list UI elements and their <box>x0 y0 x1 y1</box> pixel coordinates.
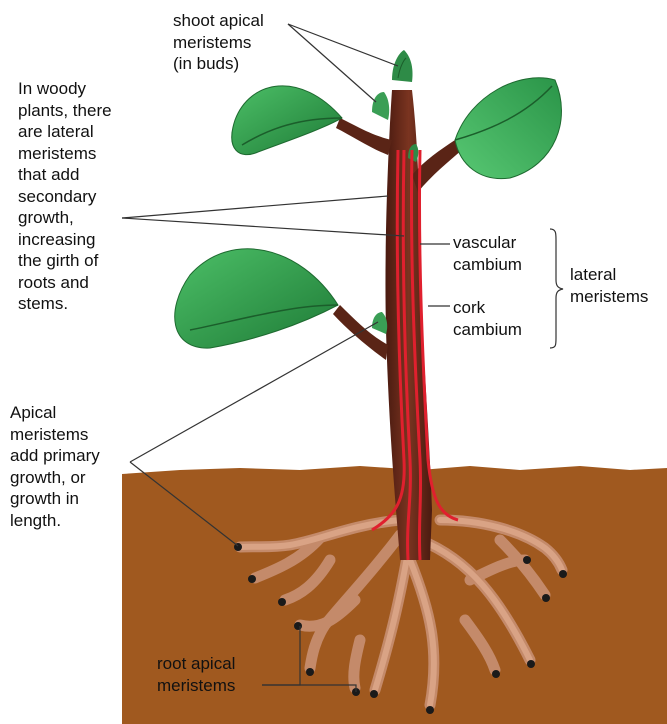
upper-axillary-bud <box>372 92 389 120</box>
upper-left-branch <box>336 118 392 155</box>
lateral-meristems-description: In woody plants, there are lateral meris… <box>18 78 112 315</box>
lateral-meristems-label: lateral meristems <box>570 264 648 307</box>
upper-right-leaf <box>455 78 561 179</box>
terminal-bud <box>392 50 413 82</box>
lower-left-leaf <box>175 249 338 348</box>
apical-meristems-description: Apical meristems add primary growth, or … <box>10 402 100 531</box>
upper-left-leaf <box>232 86 342 155</box>
vascular-cambium-label: vascular cambium <box>453 232 522 275</box>
lateral-bracket <box>550 229 563 348</box>
cork-cambium-label: cork cambium <box>453 297 522 340</box>
root-apical-label: root apical meristems <box>157 653 235 696</box>
lower-axillary-bud <box>372 312 387 334</box>
shoot-apical-label: shoot apical meristems (in buds) <box>173 10 264 75</box>
